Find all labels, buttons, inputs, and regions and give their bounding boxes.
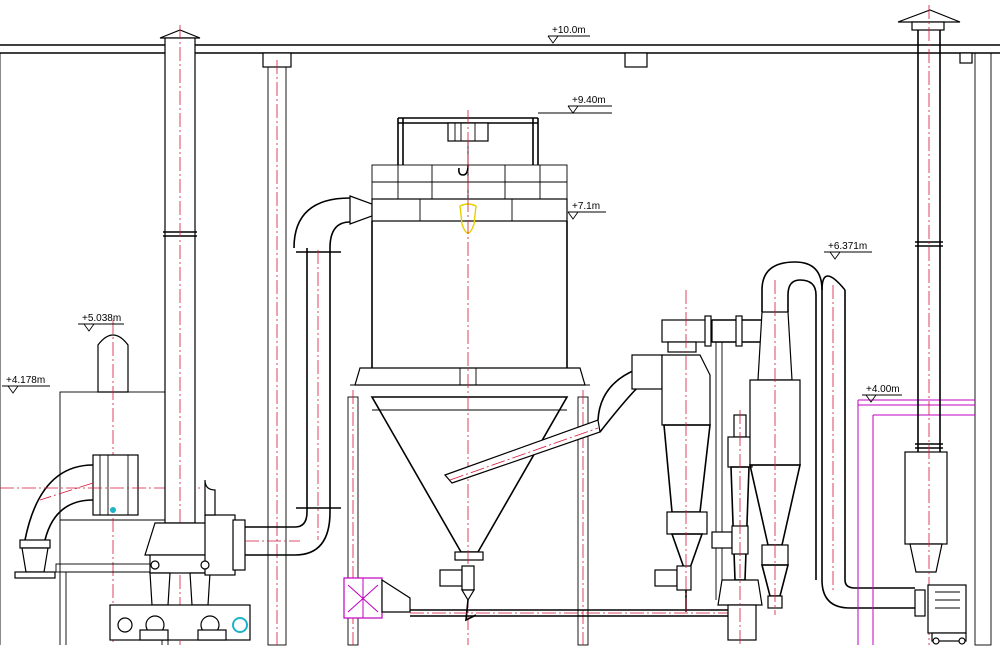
atomizer-icon	[459, 203, 477, 234]
level-label: +4.00m	[866, 384, 900, 395]
left-exhaust-stack	[144, 25, 246, 645]
classifier-mill	[711, 410, 763, 645]
blower-fans	[109, 604, 251, 641]
powder-convey-line	[343, 577, 730, 619]
cyan-marker-icon	[110, 507, 116, 513]
spray-tower	[347, 110, 590, 646]
level-marker-cyclone-duct: +6.371m	[824, 241, 872, 260]
level-marker-hoist: +9.40m	[538, 95, 612, 114]
platform-frame	[857, 399, 975, 645]
crane-hook-icon	[458, 164, 469, 176]
level-label: +7.1m	[572, 201, 600, 212]
level-label: +4.178m	[6, 375, 45, 386]
level-label: +9.40m	[572, 95, 606, 106]
level-label: +10.0m	[552, 25, 586, 36]
level-marker-roof: +10.0m	[547, 25, 590, 44]
level-marker-heater-chimney: +5.038m	[78, 313, 124, 332]
primary-cyclone	[654, 290, 765, 615]
level-label: +5.038m	[82, 313, 121, 324]
level-marker-tower-top: +7.1m	[567, 201, 606, 220]
hot-air-duct	[245, 195, 373, 556]
level-marker-heater: +4.178m	[2, 375, 50, 394]
level-label: +6.371m	[828, 241, 867, 252]
right-exhaust-stack	[897, 5, 967, 645]
secondary-cyclone	[749, 261, 915, 615]
level-marker-platform: +4.00m	[862, 384, 902, 403]
